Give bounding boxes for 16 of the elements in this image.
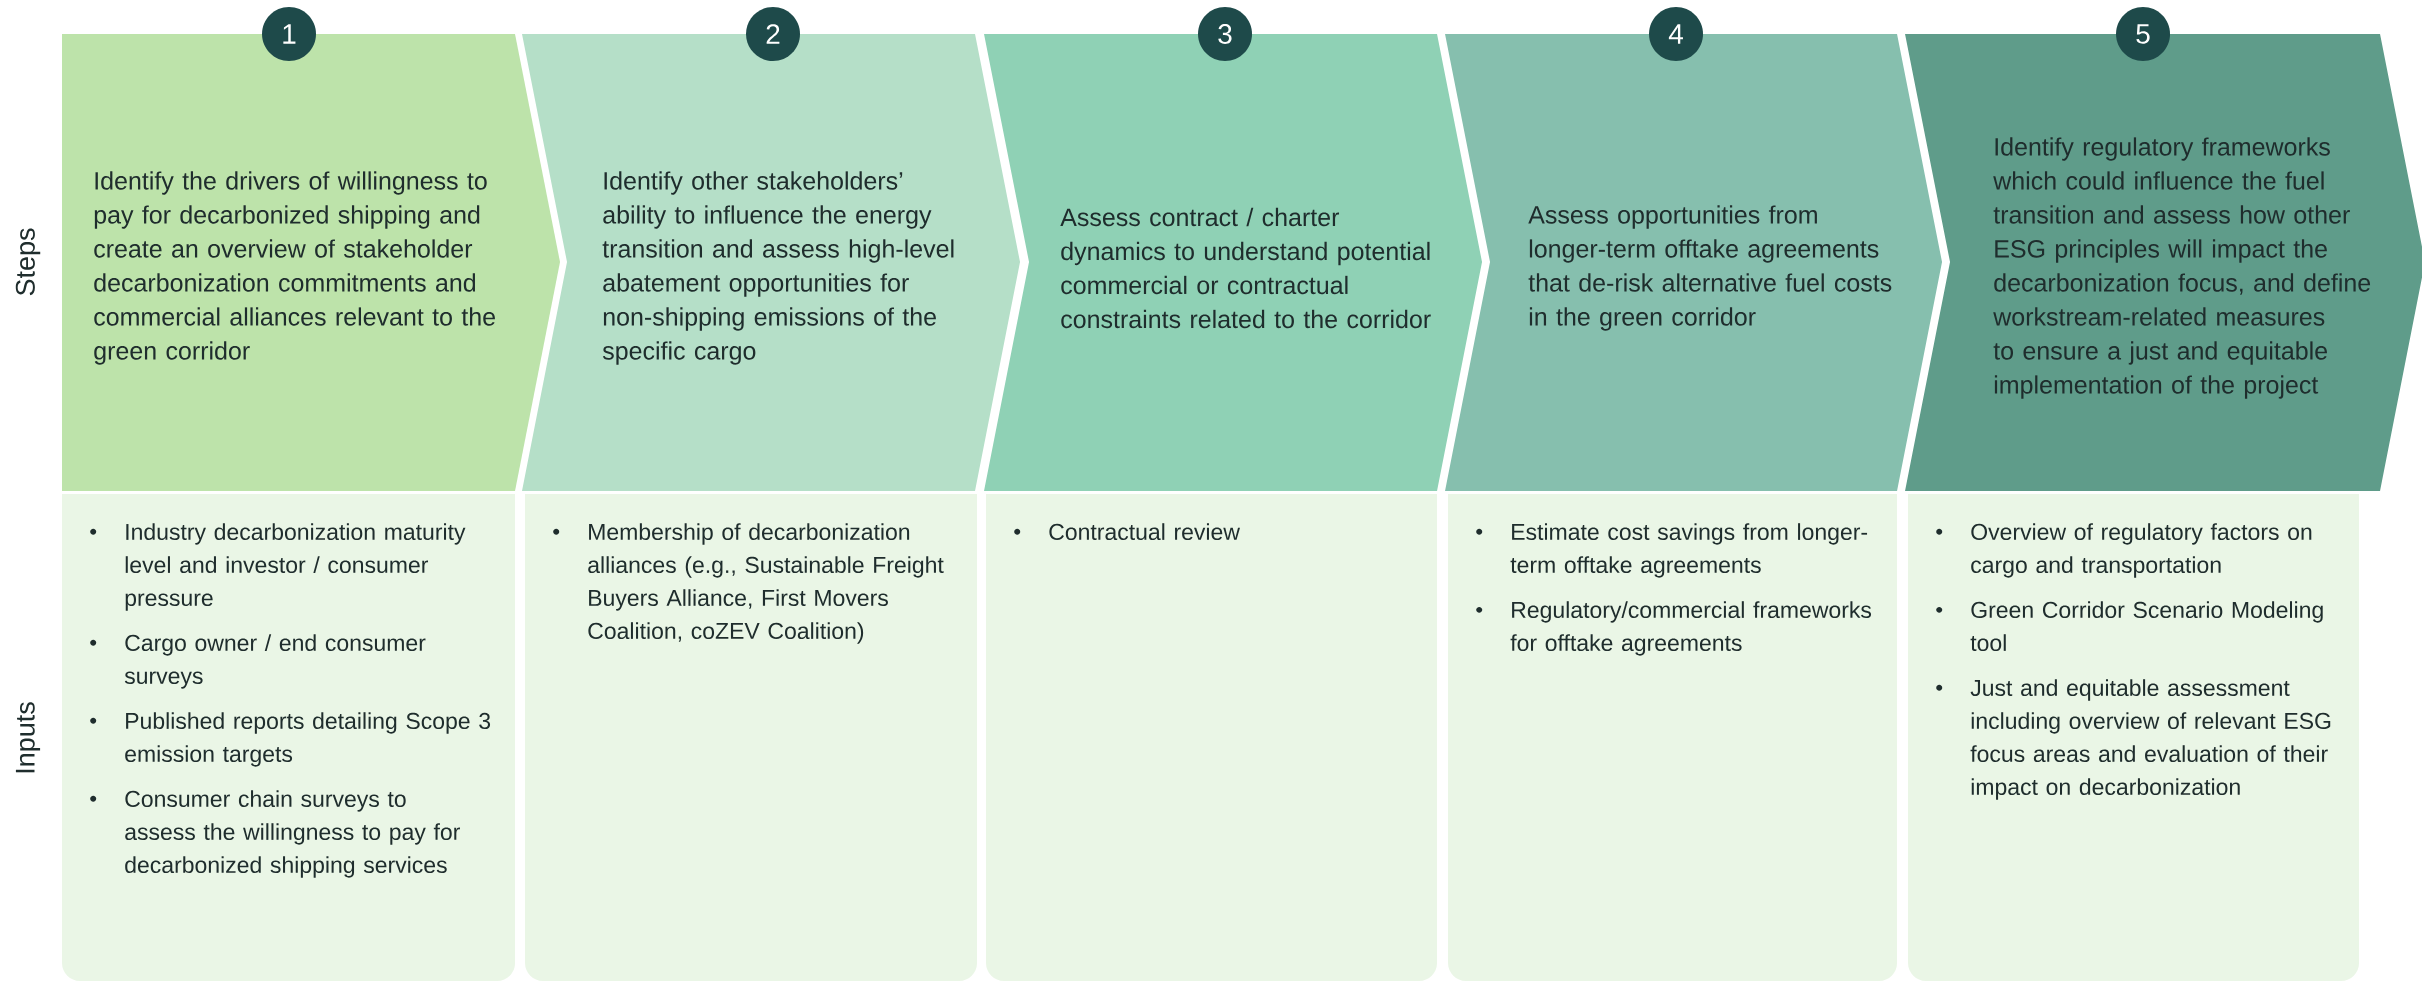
input-panel	[1908, 494, 2360, 981]
input-panel	[525, 494, 977, 981]
bullet-item: Cargo owner / end consumer surveys	[90, 634, 426, 689]
input-panel	[1448, 494, 1897, 981]
bullet-item: Industry decarbonization maturity level and investor / consumer pressure	[90, 523, 466, 611]
bullet-item: Contractual review	[1014, 523, 1240, 541]
bullet-item: Overview of regulatory factors on cargo and transportation	[1936, 523, 2312, 578]
input-panel	[62, 494, 515, 981]
bullet-item: Consumer chain surveys to assess the willingness to pay for decarbonized shipping services	[90, 790, 460, 878]
input-panel	[986, 494, 1437, 981]
bullet-item: Just and equitable assessment including overview of relevant ESG focus areas and evaluation of their impact on decarbonization	[1936, 679, 2331, 800]
bullet-item: Green Corridor Scenario Modeling tool	[1936, 601, 2323, 652]
bullet-item: Published reports detailing Scope 3 emission targets	[90, 712, 491, 767]
bullet-item: Estimate cost savings from longer-term offtake agreements	[1476, 523, 1868, 578]
bullet-item: Membership of decarbonization alliances (e.g., Sustainable Freight Buyers Alliance, First Movers Coalition, coZEV Coalition)	[553, 523, 944, 644]
bullet-item: Regulatory/commercial frameworks for offtake agreements	[1476, 601, 1872, 656]
